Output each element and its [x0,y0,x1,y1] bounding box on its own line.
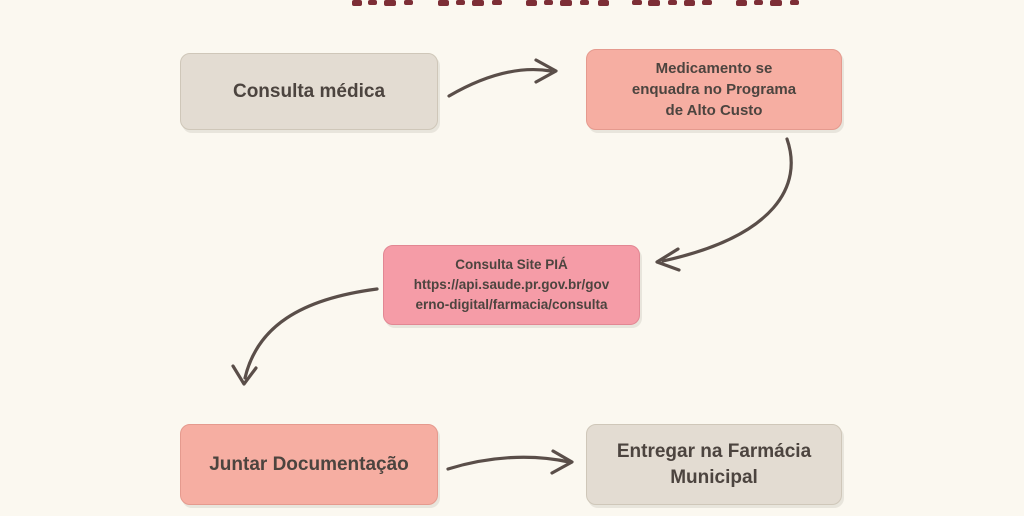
node-medicamento-line-2: enquadra no Programa [631,81,797,98]
arrow-juntar-to-entregar [446,449,574,475]
node-juntar-label: Juntar Documentação [209,453,409,475]
node-medicamento-line-3: de Alto Custo [665,102,763,119]
node-juntar-documentacao: Juntar Documentação [180,424,438,505]
node-entregar-line-2: Municipal [670,466,758,488]
node-consulta-site-pia: Consulta Site PIÁ https://api.saude.pr.g… [383,245,640,325]
arrow-medicamento-to-consulta-site [655,137,793,272]
cropped-title-marks [352,0,799,6]
node-entregar-line-1: Entregar na Farmácia [616,440,812,462]
node-consulta-site-url-line-2: erno-digital/farmacia/consulta [415,297,608,313]
node-consulta-medica-label: Consulta médica [232,80,386,102]
node-consulta-site-title: Consulta Site PIÁ [455,256,568,272]
arrow-consulta-site-to-juntar [231,287,379,386]
arrow-consulta-to-medicamento [447,58,558,98]
node-consulta-medica: Consulta médica [180,53,438,130]
node-medicamento-alto-custo: Medicamento se enquadra no Programa de A… [586,49,842,130]
node-medicamento-line-1: Medicamento se [655,60,773,77]
node-consulta-site-url-line-1: https://api.saude.pr.gov.br/gov [413,276,610,292]
node-entregar-farmacia: Entregar na Farmácia Municipal [586,424,842,505]
